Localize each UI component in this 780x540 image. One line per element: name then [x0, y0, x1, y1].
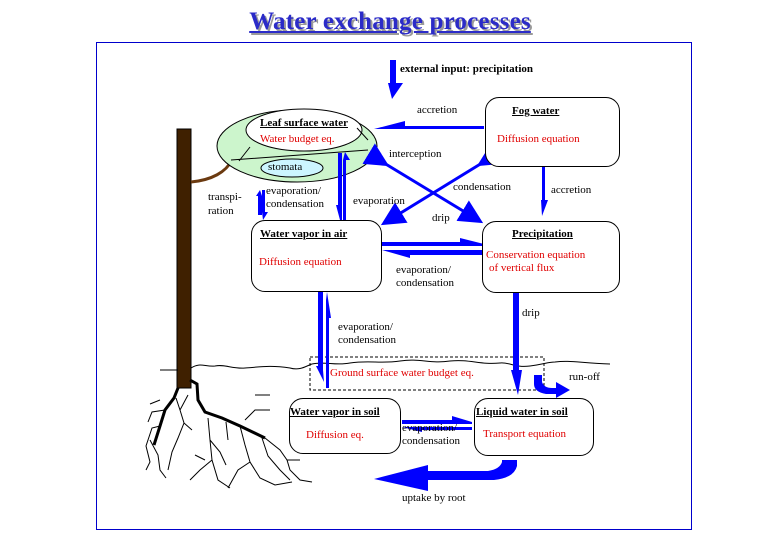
label-accretion-fog-leaf: accretion	[417, 104, 458, 116]
arrow-cross-condensation	[380, 143, 504, 226]
leaf-surface-equation: Water budget eq.	[260, 133, 335, 145]
label-drip-precip: drip	[522, 307, 540, 319]
arrow-precip-to-air	[382, 250, 484, 258]
stomata-label: stomata	[268, 161, 303, 173]
arrow-air-ground-up	[326, 292, 331, 388]
vapor-soil-equation: Diffusion eq.	[306, 429, 364, 441]
label-evapcond-air-ground-1: evaporation/	[338, 321, 393, 333]
vapor-soil-box: Water vapor in soil Diffusion eq.	[289, 398, 401, 454]
label-condensation: condensation	[453, 181, 512, 193]
label-evapcond-soil-1: evaporation/	[402, 422, 457, 434]
liquid-soil-box: Liquid water in soil Transport equation	[474, 398, 594, 456]
ground-surface-line	[160, 359, 611, 371]
vapor-soil-title: Water vapor in soil	[290, 406, 380, 418]
label-external-input: external input: precipitation	[400, 63, 534, 75]
liquid-soil-equation: Transport equation	[483, 428, 567, 440]
arrow-leaf-air-evapcond-up	[256, 190, 262, 215]
precipitation-equation-line1: Conservation equation	[486, 249, 586, 261]
precipitation-box: Precipitation Conservation equation of v…	[482, 221, 620, 293]
arrow-run-off	[534, 375, 570, 398]
label-run-off: run-off	[569, 371, 600, 383]
stomata-ellipse	[260, 158, 324, 178]
arrow-accretion-fog-precip	[541, 167, 548, 216]
arrow-air-ground-down	[316, 292, 324, 382]
label-evapcond-air-precip-1: evaporation/	[396, 264, 451, 276]
tree-trunk	[176, 128, 192, 389]
label-evapcond-leaf-1: evaporation/	[266, 185, 321, 197]
precipitation-title: Precipitation	[512, 228, 573, 240]
label-evapcond-leaf-2: condensation	[266, 198, 325, 210]
arrow-evaporation-leaf-air-down	[336, 153, 342, 220]
label-evaporation-leaf: evaporation	[353, 195, 405, 207]
label-accretion-fog-precip: accretion	[551, 184, 592, 196]
label-uptake-by-root: uptake by root	[402, 492, 466, 504]
leaf-surface-title: Leaf surface water	[260, 117, 348, 129]
precipitation-equation-line2: of vertical flux	[489, 262, 555, 274]
leaf-veins	[230, 127, 369, 162]
ground-surface-equation: Ground surface water budget eq.	[330, 367, 474, 379]
arrow-uptake-by-root	[374, 460, 517, 491]
vapor-air-box: Water vapor in air Diffusion equation	[251, 220, 382, 292]
arrow-liquid-to-vapor-soil	[402, 427, 472, 432]
arrow-drip-precip-ground	[511, 293, 522, 395]
arrow-evaporation-leaf-air-up	[343, 152, 350, 220]
label-interception: interception	[389, 148, 442, 160]
arrow-accretion-fog-leaf	[374, 121, 484, 129]
arrow-external-input	[388, 60, 403, 99]
diagram-title: Water exchange processes	[249, 8, 531, 35]
fog-water-equation: Diffusion equation	[497, 133, 580, 145]
label-evapcond-air-precip-2: condensation	[396, 277, 455, 289]
label-transpiration-1: transpi-	[208, 191, 242, 203]
label-drip-cross: drip	[432, 212, 450, 224]
ground-surface-box	[309, 356, 545, 391]
leaf-inner-ellipse	[245, 108, 363, 152]
flow-arrows	[256, 60, 570, 491]
fog-water-title: Fog water	[512, 105, 560, 117]
diagram-frame	[96, 42, 692, 530]
fog-water-box: Fog water Diffusion equation	[485, 97, 620, 167]
label-transpiration-2: ration	[208, 205, 234, 217]
arrow-leaf-air-evapcond-down	[262, 190, 268, 220]
vapor-air-title: Water vapor in air	[260, 228, 348, 240]
arrow-air-to-precip	[382, 238, 484, 246]
vapor-air-equation: Diffusion equation	[259, 256, 342, 268]
roots	[145, 378, 313, 489]
arrow-vapor-to-liquid-soil	[402, 416, 472, 424]
liquid-soil-title: Liquid water in soil	[476, 406, 568, 418]
label-evapcond-soil-2: condensation	[402, 435, 461, 447]
label-evapcond-air-ground-2: condensation	[338, 334, 397, 346]
